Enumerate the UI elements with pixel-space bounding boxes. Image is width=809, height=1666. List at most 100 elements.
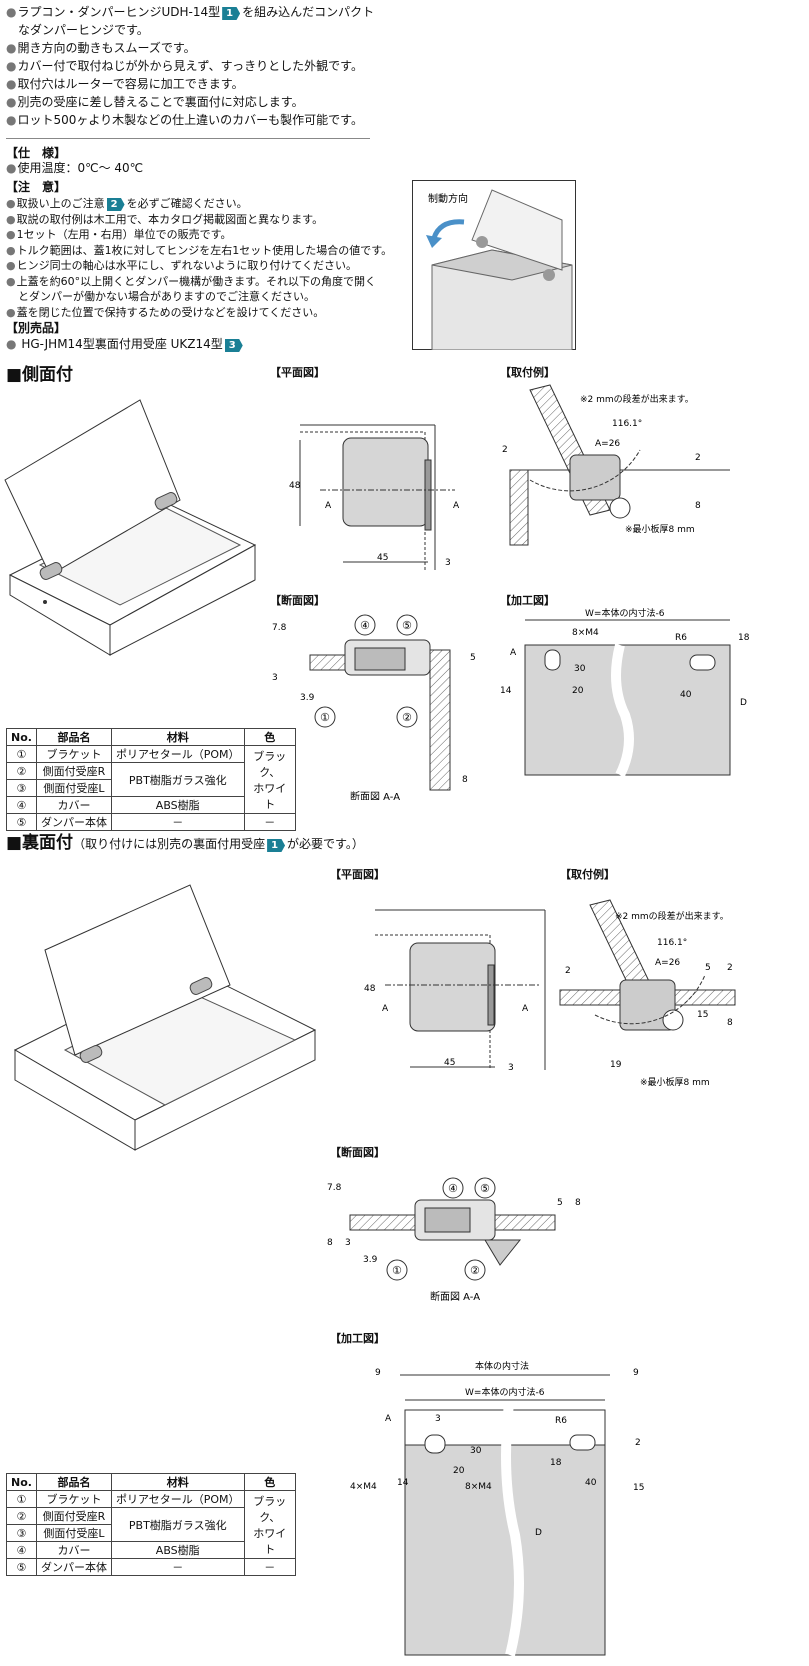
dim-a-right: A <box>453 501 460 511</box>
s2-d5b: 5 <box>557 1198 563 1208</box>
s2-a: A <box>385 1414 392 1424</box>
s2-d3: 3 <box>508 1063 514 1073</box>
s2-d19: 19 <box>610 1060 622 1070</box>
caution-line: 蓋を閉じた位置で保持するための受けなどを設けてください。 <box>6 305 325 321</box>
s1-d: D <box>740 698 747 708</box>
s1-section-label: 【断面図】 <box>270 594 325 607</box>
s2-iso-drawing <box>13 884 317 1151</box>
s2-w: W=本体の内寸法-6 <box>465 1386 545 1398</box>
s2-d14: 14 <box>397 1478 409 1488</box>
s2-callout-2: ② <box>470 1264 480 1277</box>
table-header: 色 <box>243 1473 297 1491</box>
s2-r6: R6 <box>555 1416 567 1426</box>
s2-d8c: 8 <box>575 1198 581 1208</box>
s2-d2: 2 <box>565 966 571 976</box>
s1-d2: 2 <box>502 445 508 455</box>
s2-d40: 40 <box>585 1478 597 1488</box>
divider <box>6 138 370 139</box>
s2-section-label: 【断面図】 <box>330 1146 385 1159</box>
s2-a-right: A <box>522 1004 529 1014</box>
s1-machining-drawing: W=本体の内寸法-6 8×M4 R6 30 14 20 40 18 D A <box>500 607 750 778</box>
s2-d45: 45 <box>444 1058 455 1068</box>
s2-d: D <box>535 1528 542 1538</box>
s2-machining-drawing: 本体の内寸法 9 9 W=本体の内寸法-6 3 R6 30 20 8×M4 4×… <box>350 1360 644 1657</box>
caution-line: とダンパーが働かない場合がありますのでご注意ください。 <box>18 290 315 303</box>
s2-callout-5: ⑤ <box>480 1182 490 1195</box>
section2-title-text: ■裏面付 <box>6 833 74 853</box>
caution-line: 取説の取付例は木工用で、本カタログ掲載図面と異なります。 <box>6 212 323 228</box>
intro-line: 取付穴はルーターで容易に加工できます。 <box>6 76 243 92</box>
s1-d3: 3 <box>272 673 278 683</box>
s1-angle: 116.1° <box>612 419 642 429</box>
s1-section-caption: 断面図 A-A <box>350 790 400 800</box>
caution-line: 上蓋を約60°以上開くとダンパー機構が働きます。それ以下の角度で開く <box>6 274 376 290</box>
s2-m4a: 4×M4 <box>350 1482 377 1492</box>
spec-heading: 【仕 様】 <box>6 146 67 160</box>
s1-d18: 18 <box>738 633 750 643</box>
product-photo: 制動方向 <box>412 180 576 350</box>
s2-angle: 116.1° <box>657 938 687 948</box>
s2-a26: A=26 <box>655 958 680 968</box>
s1-callout-5: ⑤ <box>402 619 412 632</box>
s1-d14: 14 <box>500 686 512 696</box>
section2-subtitle: （取り付けには別売の裏面付用受座 <box>73 837 266 851</box>
s1-plan-drawing: A A 48 45 3 <box>289 424 460 570</box>
s1-callout-4: ④ <box>360 619 370 632</box>
s1-d2b: 2 <box>695 453 701 463</box>
s1-d3-9: 3.9 <box>300 693 315 703</box>
caution-badge: 2 <box>106 198 125 211</box>
table-header: No. <box>6 728 37 746</box>
s2-d3b: 3 <box>345 1238 351 1248</box>
s2-a-left: A <box>382 1004 389 1014</box>
dim-48: 48 <box>289 481 301 491</box>
s2-d15b: 15 <box>633 1483 644 1493</box>
s1-a: A <box>510 648 517 658</box>
table-header: 材料 <box>110 728 245 746</box>
section1-title: ■側面付 <box>6 365 74 385</box>
s2-inner: 本体の内寸法 <box>475 1360 529 1372</box>
s1-section-drawing: ④ ⑤ ① ② 7.8 3 3.9 5 8 断面図 A-A <box>272 614 476 800</box>
s2-d8: 8 <box>727 1018 733 1028</box>
s2-d2c: 2 <box>635 1438 641 1448</box>
s1-machining-label: 【加工図】 <box>500 594 555 607</box>
s1-m4: 8×M4 <box>572 628 599 638</box>
s1-callout-2: ② <box>402 711 412 724</box>
s2-d8b: 8 <box>327 1238 333 1248</box>
s2-mount-min: ※最小板厚8 mm <box>640 1076 710 1088</box>
s2-d20: 20 <box>453 1466 465 1476</box>
s1-a26: A=26 <box>595 439 620 449</box>
s1-d8: 8 <box>695 501 701 511</box>
s2-d7-8: 7.8 <box>327 1183 342 1193</box>
s2-section-drawing: ④ ⑤ ① ② 7.8 8 3 3.9 5 8 断面図 A-A <box>327 1177 581 1303</box>
s2-d2b: 2 <box>727 963 733 973</box>
s2-mount-note: ※2 mmの段差が出来ます。 <box>615 910 729 922</box>
s2-d9a: 9 <box>375 1368 381 1378</box>
caution-heading: 【注 意】 <box>6 180 67 194</box>
s1-mount-label: 【取付例】 <box>500 366 555 379</box>
intro-badge: 1 <box>222 7 241 20</box>
option-badge: 3 <box>224 339 243 352</box>
s2-d18: 18 <box>550 1458 562 1468</box>
s2-d48: 48 <box>364 984 376 994</box>
table-header: 色 <box>243 728 297 746</box>
s1-d5: 5 <box>470 653 476 663</box>
dim-a-left: A <box>325 501 332 511</box>
s1-d40: 40 <box>680 690 692 700</box>
s2-plan-label: 【平面図】 <box>330 868 385 881</box>
s2-mount-drawing: ※2 mmの段差が出来ます。 116.1° A=26 2 5 2 15 8 19… <box>559 899 736 1088</box>
intro-line: カバー付で取付ねじが外から見えず、すっきりとした外観です。 <box>6 58 362 74</box>
caution-line: トルク範囲は、蓋1枚に対してヒンジを左右1セット使用した場合の値です。 <box>6 243 393 259</box>
s1-mount-drawing: ※2 mmの段差が出来ます。 116.1° A=26 2 2 8 ※最小板厚8 … <box>502 384 730 546</box>
s2-m4b: 8×M4 <box>465 1482 492 1492</box>
s1-d8b: 8 <box>462 775 468 785</box>
intro-line: 開き方向の動きもスムーズです。 <box>6 40 195 56</box>
